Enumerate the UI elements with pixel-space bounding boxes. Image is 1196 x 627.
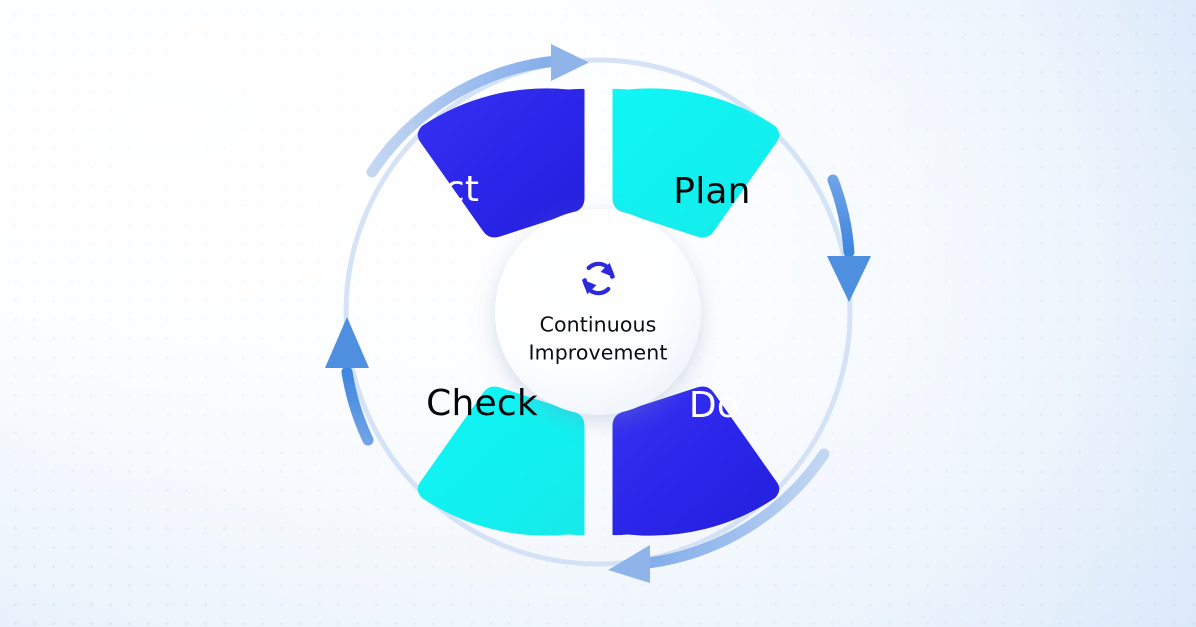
quadrant-label-check: Check <box>426 383 538 424</box>
quadrant-label-act: Act <box>420 169 480 210</box>
hub-label: Continuous Improvement <box>528 312 667 367</box>
arrow-act-to-plan <box>366 44 589 178</box>
quadrant-group <box>417 88 780 536</box>
quadrant-act[interactable] <box>417 88 585 238</box>
refresh-cycle-icon <box>581 261 615 296</box>
hub-label-line1: Continuous <box>539 312 657 337</box>
quadrant-check[interactable] <box>417 386 585 536</box>
arrow-plan-to-do <box>827 174 871 302</box>
outer-track-ring <box>343 57 853 567</box>
hub-label-line2: Improvement <box>528 340 668 364</box>
arrow-do-to-check <box>608 448 830 583</box>
hub-circle[interactable] <box>495 209 701 415</box>
quadrant-plan[interactable] <box>612 88 780 238</box>
quadrant-do[interactable] <box>612 386 780 536</box>
arrow-group <box>325 44 871 583</box>
arrow-check-to-act <box>325 317 374 446</box>
hub-content[interactable]: Continuous Improvement <box>496 210 701 415</box>
quadrant-label-do: Do <box>688 385 740 426</box>
quadrant-label-plan: Plan <box>673 171 751 212</box>
